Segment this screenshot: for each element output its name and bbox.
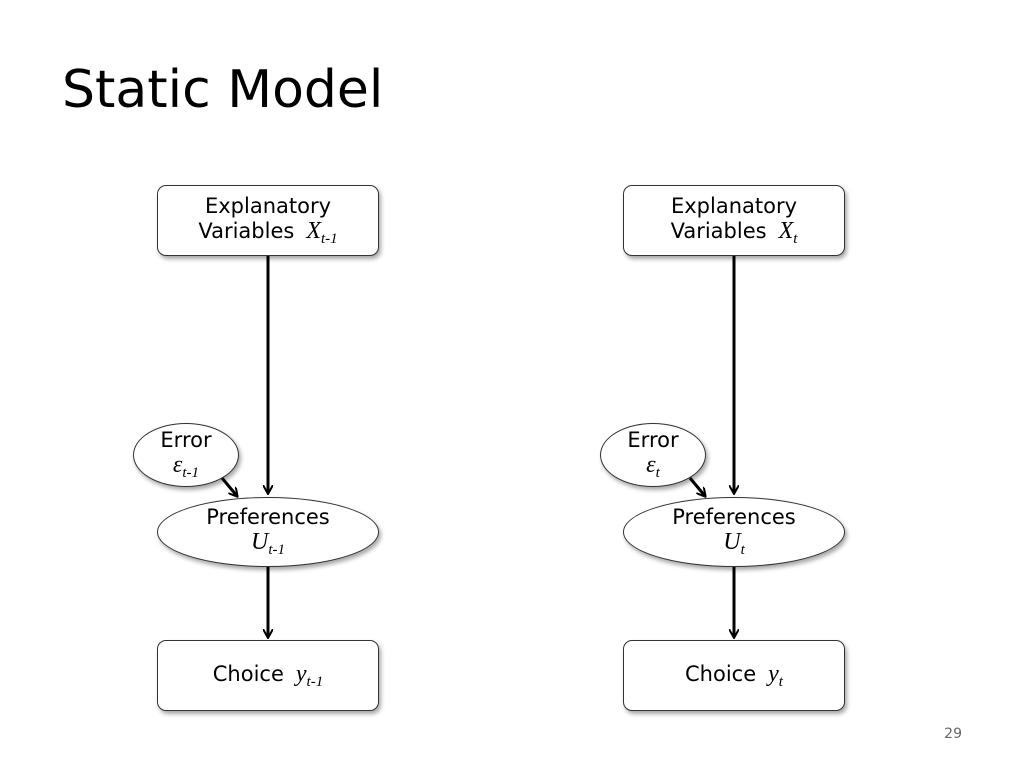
choice-symbol: yt-1	[295, 660, 324, 690]
error-oval-left: Error εt-1	[133, 423, 239, 487]
preferences-oval-left: Preferences Ut-1	[157, 497, 379, 567]
choice-label: Choice	[212, 661, 284, 686]
error-label: Error	[160, 428, 212, 452]
explanatory-label: Explanatory	[670, 193, 798, 218]
explanatory-variable-symbol: Xt	[778, 217, 798, 247]
preferences-label: Preferences	[672, 505, 796, 529]
page-title: Static Model	[62, 60, 384, 120]
explanatory-label: Explanatory	[204, 193, 332, 218]
choice-symbol: yt	[768, 660, 783, 690]
error-symbol: εt-1	[172, 452, 200, 481]
error-symbol: εt	[646, 452, 660, 481]
preferences-symbol: Ut	[723, 529, 745, 558]
choice-label: Choice	[685, 661, 757, 686]
arrow-error-to-preferences-left	[220, 477, 237, 496]
error-label: Error	[627, 428, 679, 452]
preferences-label: Preferences	[206, 505, 330, 529]
error-oval-right: Error εt	[600, 423, 706, 487]
arrow-error-to-preferences-right	[688, 477, 705, 496]
explanatory-variables-box-right: Explanatory Variables Xt	[623, 185, 845, 256]
page-number: 29	[944, 726, 962, 742]
variables-label: Variables	[198, 218, 295, 243]
preferences-symbol: Ut-1	[250, 529, 285, 558]
explanatory-variables-box-left: Explanatory Variables Xt-1	[157, 185, 379, 256]
choice-box-left: Choice yt-1	[157, 640, 379, 711]
explanatory-variable-symbol: Xt-1	[306, 217, 338, 247]
choice-box-right: Choice yt	[623, 640, 845, 711]
variables-label: Variables	[670, 218, 767, 243]
preferences-oval-right: Preferences Ut	[623, 497, 845, 567]
